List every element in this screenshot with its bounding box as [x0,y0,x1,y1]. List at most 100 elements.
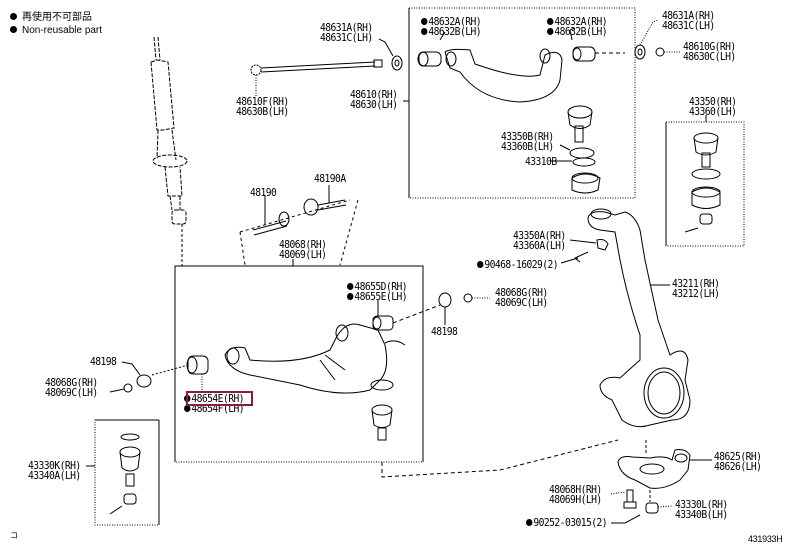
non-reusable-icon [421,28,428,35]
non-reusable-icon [421,18,428,25]
filled-circle-icon [10,13,17,20]
callout-48068G-right[interactable]: 48068G(RH)48069C(LH) [495,287,548,309]
callout-48654E[interactable]: 48654E(RH)48654F(LH) [184,393,245,415]
callout-48068G-left[interactable]: 48068G(RH)48069C(LH) [45,377,98,399]
callout-48655D[interactable]: 48655D(RH)48655E(LH) [347,281,408,303]
callout-48610G[interactable]: 48610G(RH)48630C(LH) [683,41,736,63]
strut-rod [250,38,409,102]
callout-text: 48068G(RH) [495,287,548,299]
callout-text: 43212(LH) [672,288,720,300]
non-reusable-icon [547,28,554,35]
callout-text: 48655E(LH) [347,291,408,303]
non-reusable-icon [526,519,533,526]
legend: 再使用不可部品 Non-reusable part [10,11,102,37]
non-reusable-icon [477,261,484,268]
callout-text: 90252-03015(2) [526,517,608,529]
callout-text: 48190 [250,187,277,199]
callout-48632A-left[interactable]: 48632A(RH)48632B(LH) [421,16,482,38]
callout-text: 48626(LH) [714,461,762,473]
callout-text: 48655D(RH) [354,281,408,293]
callout-text: 48632B(LH) [547,26,608,38]
callout-48068[interactable]: 48068(RH)48069(LH) [279,239,327,261]
callout-48198-left[interactable]: 48198 [90,357,117,368]
callout-43350[interactable]: 43350(RH)43360(LH) [689,96,737,118]
callout-48190[interactable]: 48190 [250,187,277,199]
callout-text: 48069C(LH) [495,297,548,309]
callout-text: 90252-03015(2) [533,517,608,529]
callout-43350A[interactable]: 43350A(RH)43360A(LH) [513,230,566,252]
callout-text: 48068(RH) [279,239,327,251]
cam-bolts [239,185,359,266]
lower-ball-joint-assy [86,433,141,515]
callout-text: 43350A(RH) [513,230,566,242]
callout-43310B[interactable]: 43310B [525,156,557,168]
callout-text: 48069C(LH) [45,387,98,399]
callout-43350B[interactable]: 43350B(RH)43360B(LH) [501,131,554,153]
callout-text: 48610F(RH) [236,96,289,108]
non-reusable-icon [547,18,554,25]
callout-48631A[interactable]: 48631A(RH)48631C(LH) [320,23,373,44]
callout-text: 48630(LH) [350,99,398,111]
callout-text: 48632A(RH) [547,17,608,27]
lower-arm-group-box [174,265,424,463]
callout-text: 48069(LH) [279,249,327,261]
callout-text: 48631C(LH) [320,32,373,44]
callout-text: 48654F(LH) [191,403,245,415]
callout-text: 48069H(LH) [549,494,602,506]
callout-48068H[interactable]: 48068H(RH)48069H(LH) [549,484,602,506]
callout-text: 48632B(LH) [428,26,482,38]
callout-48610[interactable]: 48610(RH)48630(LH) [350,90,398,111]
callout-text: 90468-16029(2) [477,259,559,271]
callout-text: 48632B(LH) [554,26,608,38]
steering-knuckle [560,208,691,428]
corner-mark: コ [10,531,18,540]
left-washers [109,292,490,393]
lower-control-arm [151,300,441,394]
non-reusable-icon [184,395,191,402]
callout-text: 43350(RH) [689,96,737,108]
callout-text: 43350B(RH) [501,131,554,143]
non-reusable-icon [184,405,191,412]
callout-text: 43211(RH) [672,278,720,290]
callout-text: 43360B(LH) [501,141,554,153]
callout-text: 48655E(LH) [354,291,408,303]
callout-text: 43360A(LH) [513,240,566,252]
callout-text: 48068G(RH) [45,377,98,389]
callout-text: 48068H(RH) [549,484,602,496]
callout-text: 90468-16029(2) [484,259,559,271]
callout-text: 48654E(RH) [191,393,245,405]
callout-48625[interactable]: 48625(RH)48626(LH) [714,451,762,473]
callout-text: 48655D(RH) [347,281,408,293]
non-reusable-icon [347,293,354,300]
callout-text: 43340A(LH) [28,470,81,482]
shock-absorber [150,36,188,266]
non-reusable-icon [347,283,354,290]
callout-text: 48190A [314,173,346,185]
callout-text: 48630C(LH) [683,51,736,63]
upper-ball-joint-assy [684,115,721,233]
callout-text: 48198 [431,326,458,338]
upper-arm-group-box [408,7,636,199]
callout-text: 48632B(LH) [421,26,482,38]
callout-48198-right[interactable]: 48198 [431,326,458,338]
callout-43330K[interactable]: 43330K(RH)43340A(LH) [28,461,81,482]
callout-text: 43310B [525,156,557,168]
callout-text: 48610G(RH) [683,41,736,53]
callout-48610F[interactable]: 48610F(RH)48630B(LH) [236,96,289,118]
callout-90468-16029[interactable]: 90468-16029(2) [477,259,559,271]
callout-text: 48632A(RH) [428,16,482,28]
callout-48632A-right[interactable]: 48632A(RH)48632B(LH) [547,17,608,38]
callout-90252-03015[interactable]: 90252-03015(2) [526,517,608,529]
lower-ball-joint [371,404,619,478]
callout-text: 43360(LH) [689,106,737,118]
callout-text: 48630B(LH) [236,106,289,118]
callout-text: 43340B(LH) [675,509,728,521]
callout-text: 48631A(RH) [662,10,715,22]
callout-text: 48625(RH) [714,451,762,463]
callout-48190A[interactable]: 48190A [314,173,346,185]
callout-43330L[interactable]: 43330L(RH)43340B(LH) [675,500,728,521]
callout-48631A-right[interactable]: 48631A(RH)48631C(LH) [662,10,715,32]
legend-item-japanese: 再使用不可部品 [10,11,102,24]
callout-43211[interactable]: 43211(RH)43212(LH) [672,278,720,300]
